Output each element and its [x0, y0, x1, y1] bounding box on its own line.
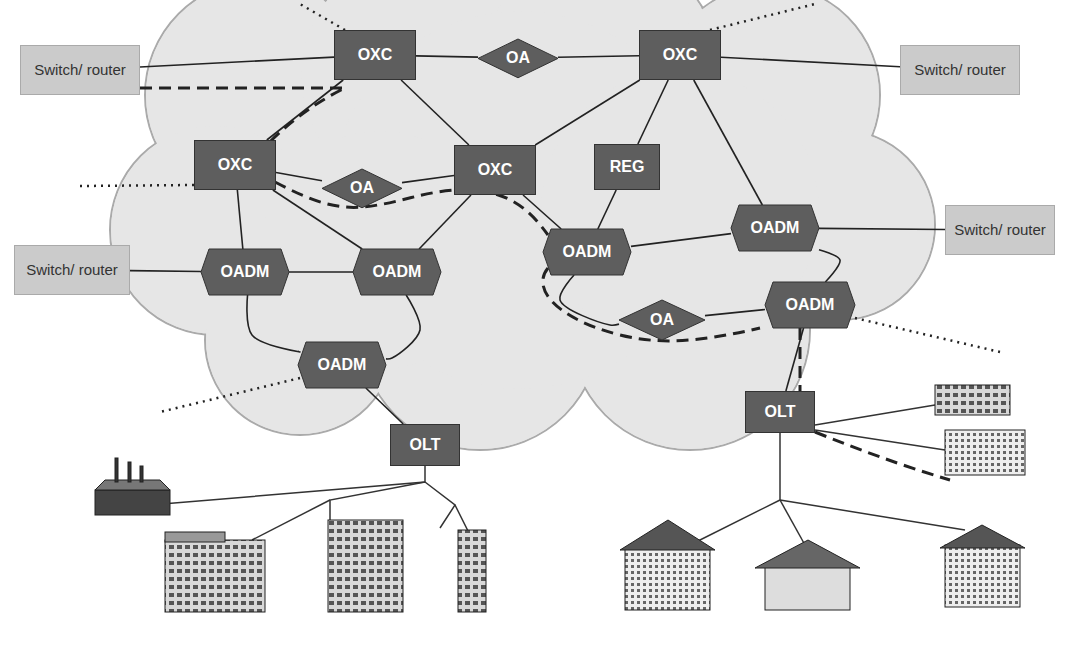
lightpath-dashed	[140, 88, 950, 480]
switch-router-box: Switch/ router	[900, 45, 1020, 95]
reg-box: REG	[594, 144, 660, 190]
node-label: OADM	[373, 263, 422, 281]
node-label: Switch/ router	[26, 261, 118, 278]
node-label: OXC	[218, 156, 253, 174]
oadm-box: OADM	[201, 249, 289, 295]
node-label: OLT	[410, 436, 441, 454]
node-label: OA	[350, 179, 374, 197]
customer-buildings	[95, 385, 1025, 612]
fiber-link	[638, 80, 668, 144]
fiber-link	[819, 228, 945, 229]
fiber-link	[819, 250, 840, 282]
olt-box: OLT	[745, 391, 815, 433]
olt-box: OLT	[390, 424, 460, 466]
dotted-links	[80, 4, 1000, 412]
fiber-link	[721, 57, 900, 67]
fiber-link	[416, 56, 478, 57]
fiber-link	[247, 295, 300, 352]
node-label: Switch/ router	[954, 221, 1046, 238]
network-cloud	[110, 0, 935, 450]
fiber-link	[401, 80, 469, 145]
node-label: OADM	[563, 243, 612, 261]
oa-diamond: OA	[322, 169, 402, 208]
fiber-link	[289, 271, 353, 273]
fiber-link	[402, 176, 454, 183]
fiber-link	[598, 190, 616, 229]
node-label: OADM	[786, 296, 835, 314]
fiber-link	[386, 295, 420, 359]
switch-router-box: Switch/ router	[14, 245, 130, 295]
node-label: OADM	[751, 219, 800, 237]
node-label: OA	[506, 49, 530, 67]
fiber-link	[366, 388, 403, 424]
switch-router-box: Switch/ router	[20, 45, 140, 95]
access-lines	[150, 405, 965, 545]
fiber-link	[535, 80, 640, 145]
fiber-link	[786, 328, 804, 391]
fiber-link	[419, 195, 471, 249]
oa-diamond: OA	[478, 39, 558, 78]
node-label: OLT	[765, 403, 796, 421]
oadm-box: OADM	[765, 282, 855, 328]
fiber-link	[267, 80, 343, 140]
fiber-link	[276, 172, 322, 180]
node-label: REG	[610, 158, 645, 176]
fiber-link	[140, 57, 334, 67]
fiber-link	[560, 275, 619, 325]
oadm-box: OADM	[353, 249, 441, 295]
oa-diamond: OA	[619, 300, 705, 340]
oxc-box: OXC	[454, 145, 536, 195]
fiber-link	[694, 80, 763, 205]
fiber-link	[237, 190, 243, 249]
node-label: Switch/ router	[914, 61, 1006, 78]
fiber-link	[705, 310, 765, 316]
oxc-box: OXC	[194, 140, 276, 190]
oadm-box: OADM	[298, 342, 386, 388]
node-label: OADM	[221, 263, 270, 281]
node-label: OXC	[358, 46, 393, 64]
oxc-box: OXC	[334, 30, 416, 80]
oadm-box: OADM	[543, 229, 631, 275]
oxc-box: OXC	[639, 30, 721, 80]
oadm-box: OADM	[731, 205, 819, 251]
fiber-link	[558, 56, 639, 58]
fiber-link	[130, 270, 201, 272]
fiber-link	[631, 234, 731, 247]
fiber-link	[523, 195, 561, 229]
switch-router-box: Switch/ router	[945, 205, 1055, 255]
node-label: Switch/ router	[34, 61, 126, 78]
node-label: OXC	[663, 46, 698, 64]
node-label: OADM	[318, 356, 367, 374]
node-label: OXC	[478, 161, 513, 179]
node-label: OA	[650, 311, 674, 329]
